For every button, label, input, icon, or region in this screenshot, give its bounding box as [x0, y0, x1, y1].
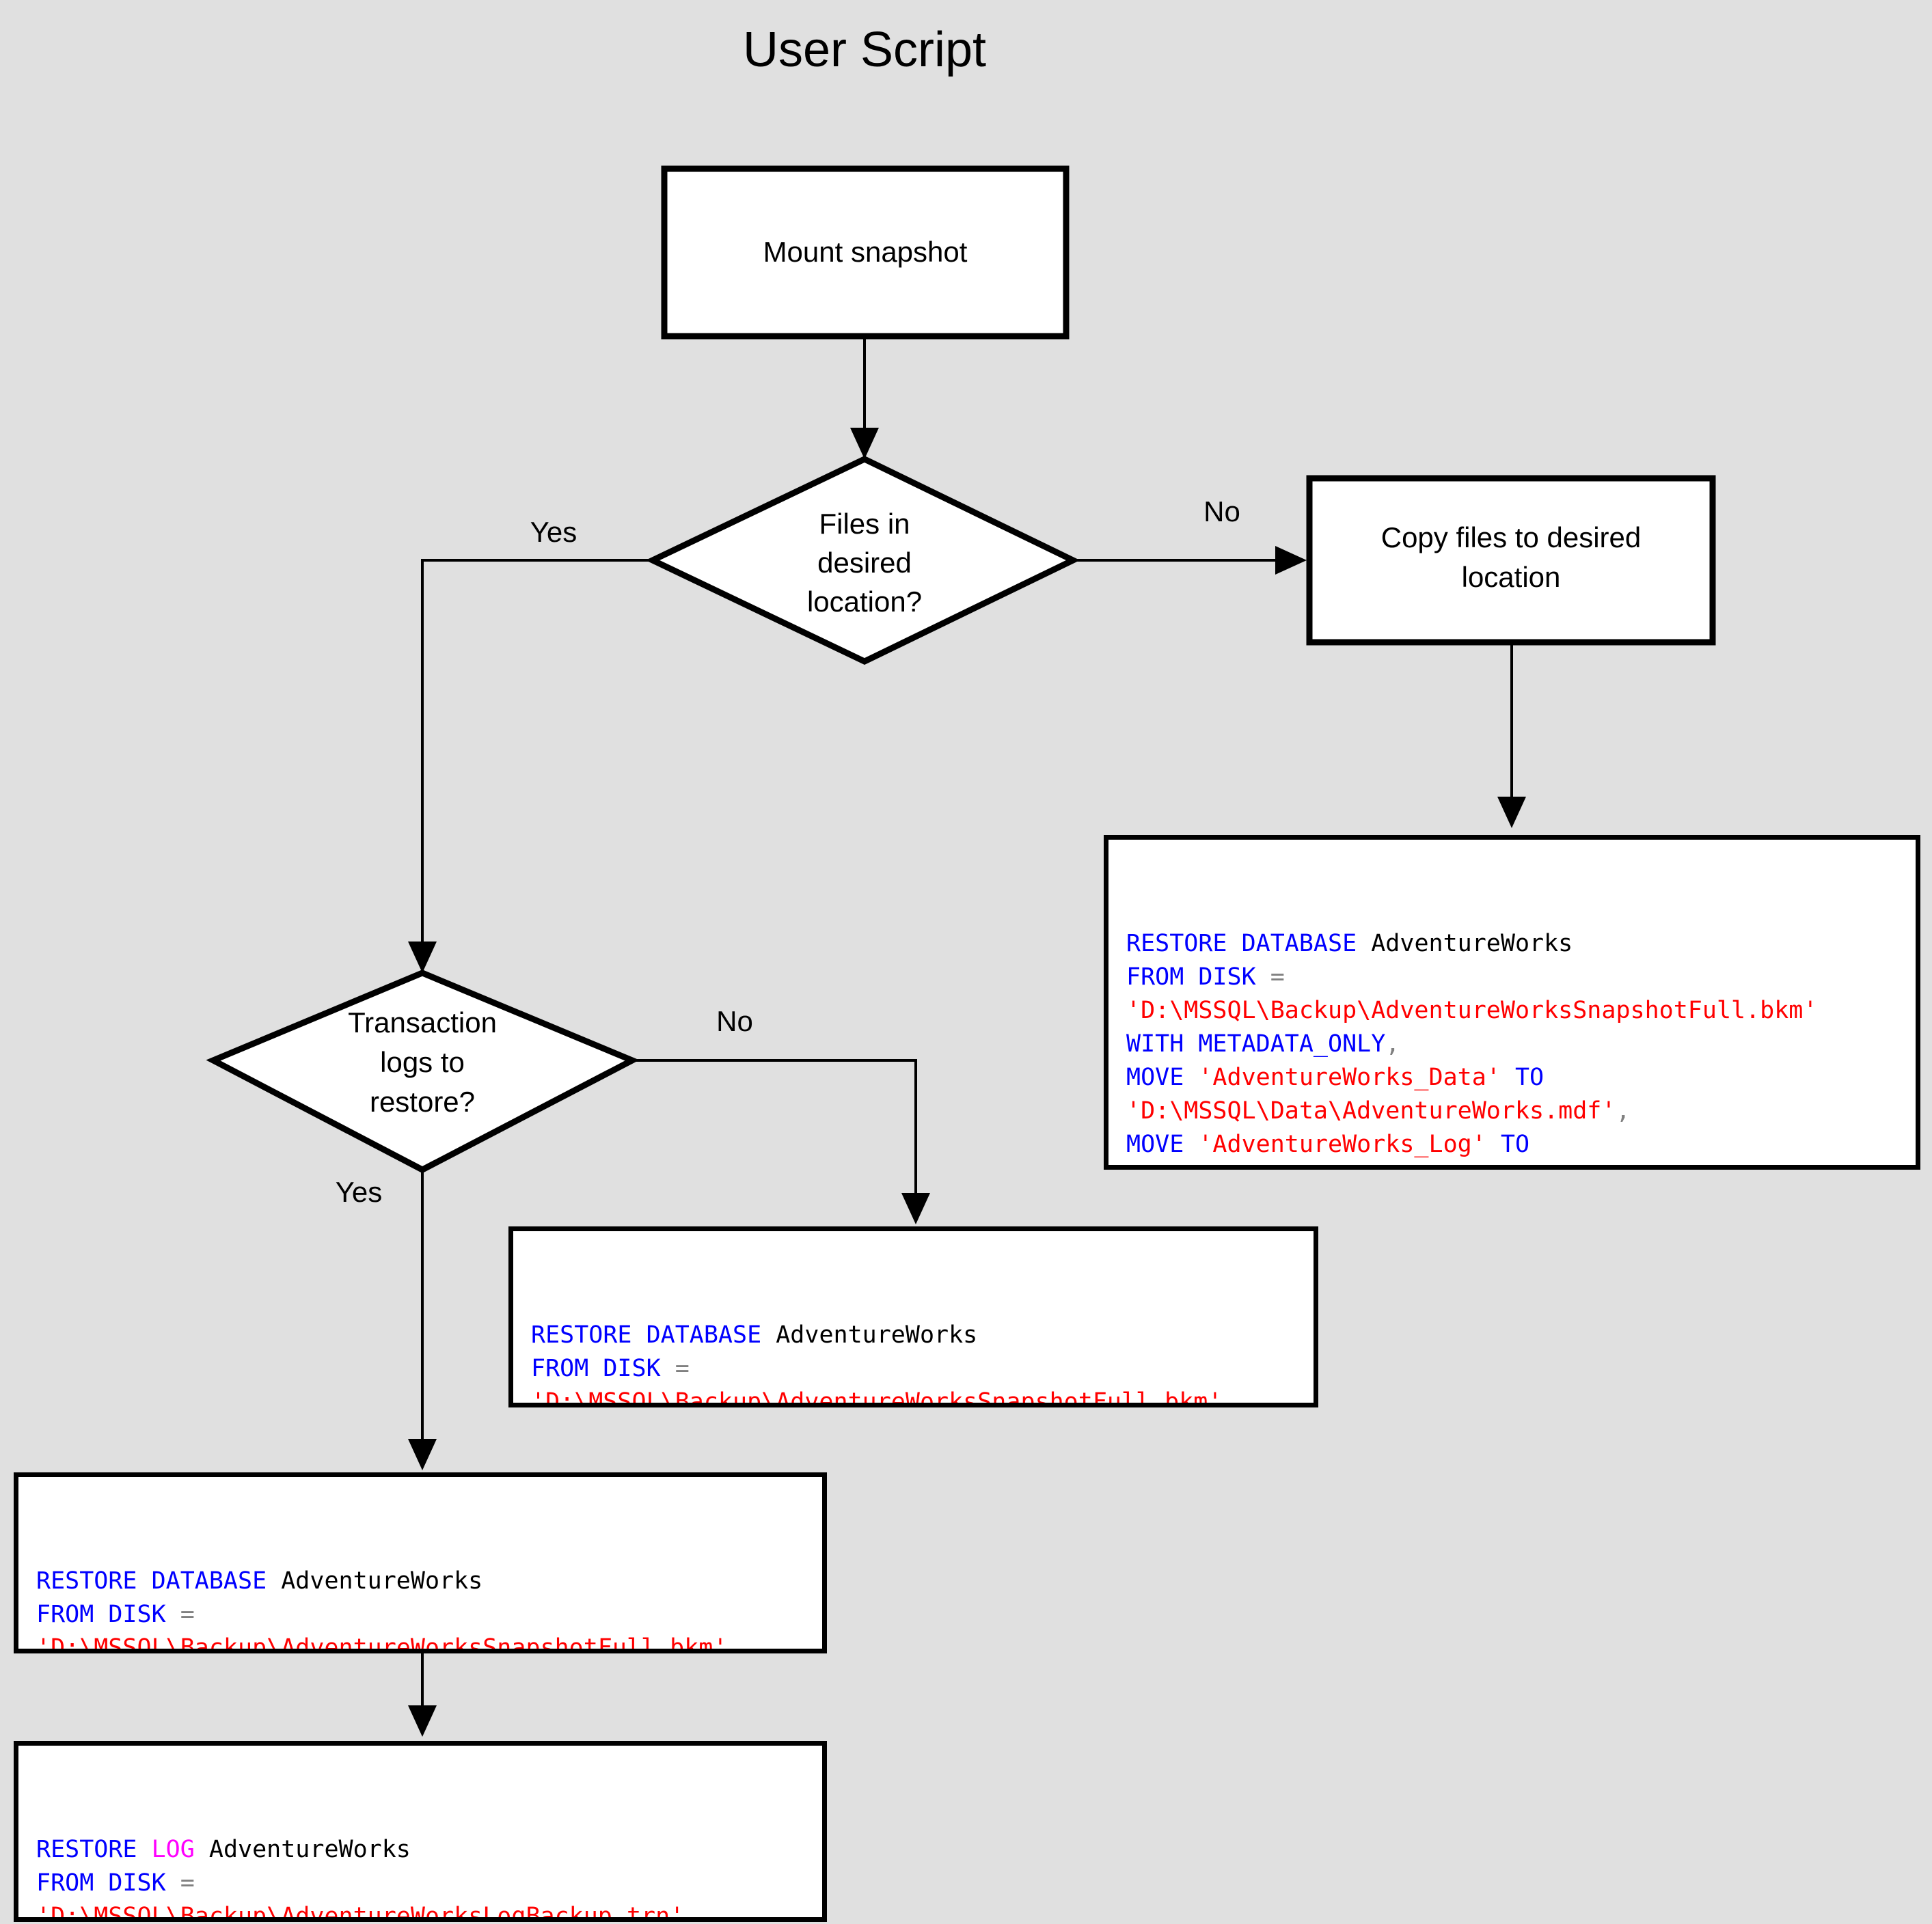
code-content-restore-log: RESTORE LOG AdventureWorks FROM DISK = '…: [36, 1836, 685, 1922]
edge-label-logs-yes: Yes: [336, 1176, 383, 1208]
code-block-restore-database-norecovery[interactable]: RESTORE DATABASE AdventureWorks FROM DIS…: [14, 1472, 827, 1653]
node-transaction-logs-decision[interactable]: Transaction logs to restore?: [206, 970, 640, 1174]
code-block-restore-database-with-move[interactable]: RESTORE DATABASE AdventureWorks FROM DIS…: [1104, 835, 1920, 1170]
code-block-restore-database-metadata-only[interactable]: RESTORE DATABASE AdventureWorks FROM DIS…: [508, 1226, 1318, 1407]
code-content-norecovery: RESTORE DATABASE AdventureWorks FROM DIS…: [36, 1567, 728, 1653]
node-copy-files-line-1: Copy files to desired: [1381, 521, 1642, 553]
code-content-restore-move: RESTORE DATABASE AdventureWorks FROM DIS…: [1126, 930, 1818, 1165]
edge-label-files-no: No: [1203, 495, 1240, 527]
edge-files-no-to-copy: [1073, 546, 1307, 575]
edge-label-files-yes: Yes: [530, 516, 577, 548]
node-files-decision-line-3: location?: [807, 586, 922, 618]
node-files-in-location-decision[interactable]: Files in desired location?: [645, 456, 1080, 665]
edge-copy-to-restore-move: [1497, 642, 1526, 828]
node-copy-files[interactable]: Copy files to desired location: [1306, 475, 1716, 646]
code-block-restore-log[interactable]: RESTORE LOG AdventureWorks FROM DISK = '…: [14, 1741, 827, 1922]
node-files-decision-line-1: Files in: [819, 508, 910, 540]
edge-logs-no-to-metadata-only: [632, 1059, 930, 1224]
node-mount-snapshot[interactable]: Mount snapshot: [661, 165, 1070, 340]
node-logs-decision-line-1: Transaction: [348, 1006, 497, 1039]
node-files-decision-line-2: desired: [817, 547, 912, 579]
edge-files-yes-to-logs-decision: [408, 559, 653, 973]
node-logs-decision-line-2: logs to: [380, 1046, 465, 1078]
edge-norecovery-to-restore-log: [408, 1647, 437, 1737]
edge-logs-yes-to-norecovery: [408, 1170, 437, 1470]
node-mount-snapshot-label: Mount snapshot: [763, 236, 968, 268]
node-copy-files-line-2: location: [1462, 561, 1561, 593]
edge-label-logs-no: No: [716, 1005, 753, 1037]
code-content-metadata-only: RESTORE DATABASE AdventureWorks FROM DIS…: [531, 1321, 1223, 1407]
node-logs-decision-line-3: restore?: [370, 1086, 475, 1118]
page-title: User Script: [743, 23, 986, 77]
edge-mount-to-files-decision: [850, 336, 879, 459]
